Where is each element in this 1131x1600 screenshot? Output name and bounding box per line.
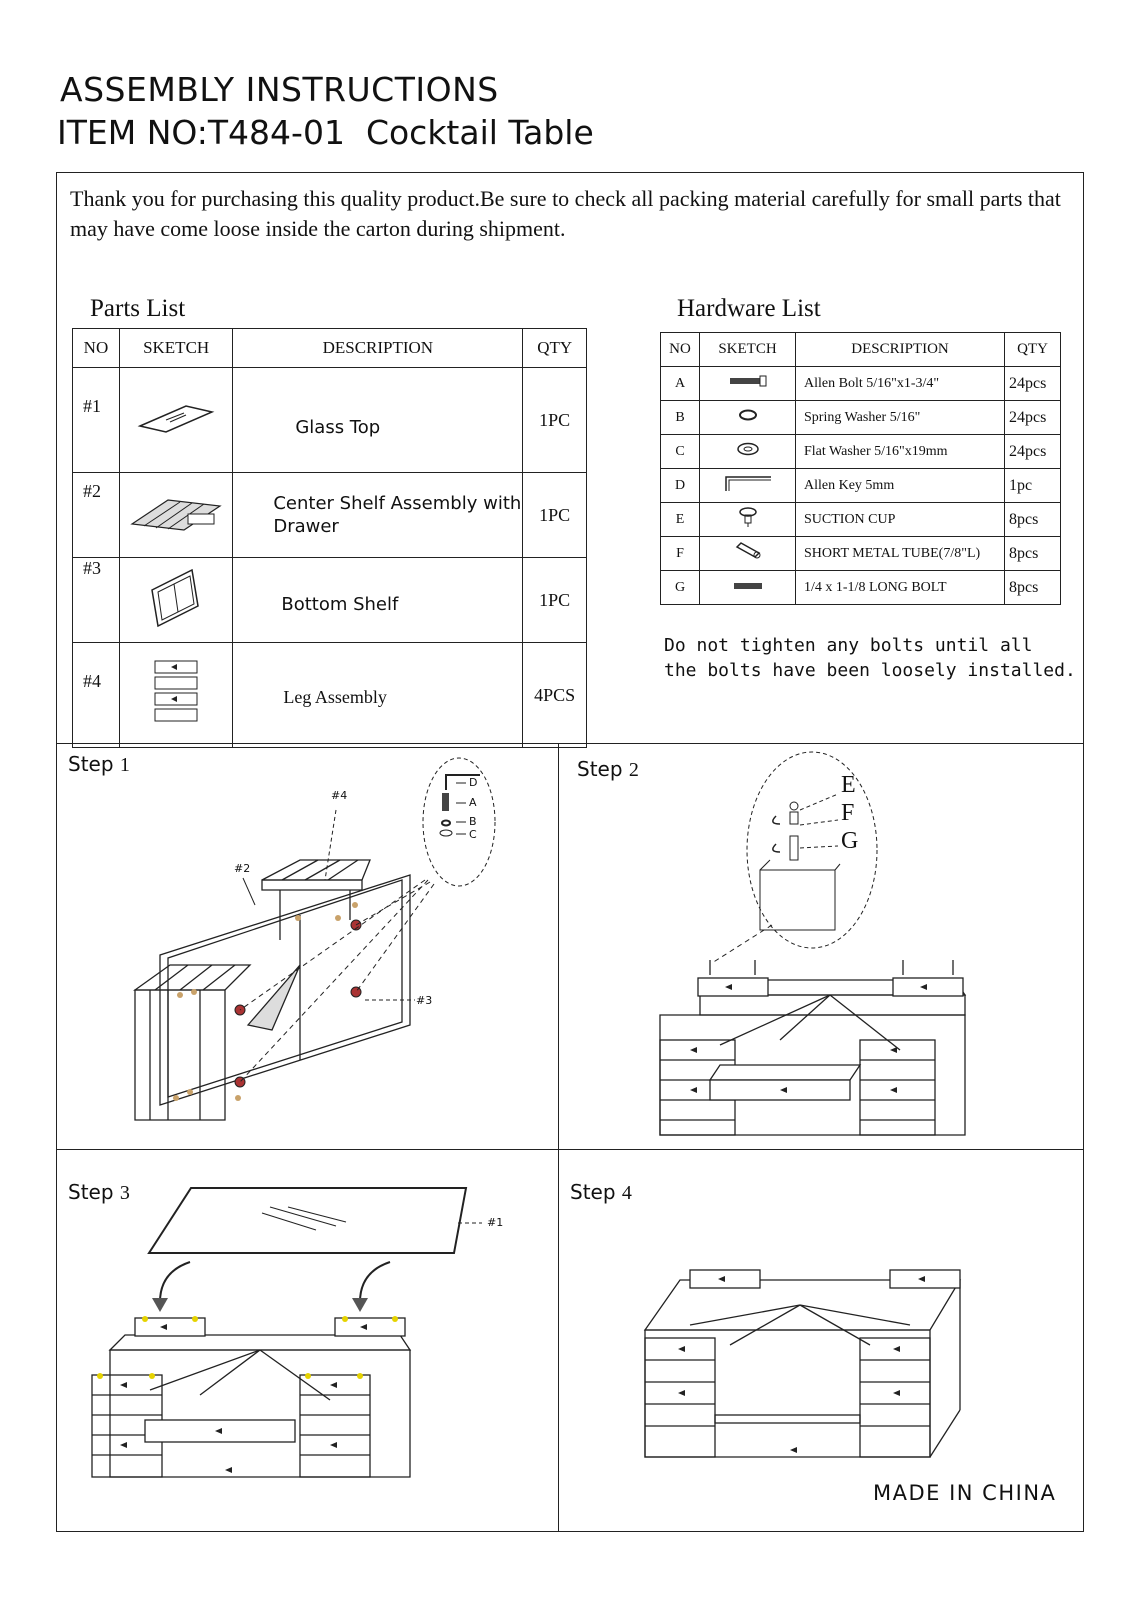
- col-description: DESCRIPTION: [795, 332, 1005, 367]
- table-row: G 1/4 x 1-1/8 LONG BOLT 8pcs: [660, 570, 1061, 605]
- table-row: E SUCTION CUP 8pcs: [660, 502, 1061, 537]
- part-qty: 1PC: [522, 472, 587, 558]
- part-description: Center Shelf Assembly with Drawer: [232, 472, 524, 558]
- suction-cup-icon: [699, 502, 796, 537]
- hw-qty: 8pcs: [1004, 536, 1061, 571]
- callout-label: E: [841, 772, 856, 798]
- callout-label: D: [469, 776, 478, 789]
- hardware-list-title: Hardware List: [677, 295, 821, 322]
- hw-description: SHORT METAL TUBE(7/8"L): [795, 536, 1005, 571]
- divider: [56, 743, 1084, 744]
- part-no: #1: [72, 367, 120, 473]
- center-shelf-icon: [118, 472, 234, 558]
- part-no: #2: [72, 472, 120, 558]
- callout-label: G: [841, 828, 859, 854]
- col-sketch: SKETCH: [699, 332, 796, 367]
- callout-label: #2: [234, 862, 251, 875]
- part-no: #4: [72, 642, 120, 748]
- hardware-table: NO SKETCH DESCRIPTION QTY A Allen Bolt 5…: [660, 332, 1061, 605]
- made-in-label: MADE IN CHINA: [873, 1481, 1057, 1505]
- hw-qty: 8pcs: [1004, 502, 1061, 537]
- part-qty: 4PCS: [522, 642, 587, 748]
- col-no: NO: [660, 332, 700, 367]
- spring-washer-icon: [699, 400, 796, 435]
- step-1-label: Step 1: [68, 752, 130, 776]
- table-row: C Flat Washer 5/16"x19mm 24pcs: [660, 434, 1061, 469]
- step-3-label: Step 3: [68, 1180, 130, 1204]
- col-no: NO: [72, 328, 120, 368]
- hw-no: G: [660, 570, 700, 605]
- hardware-header-row: NO SKETCH DESCRIPTION QTY: [660, 332, 1061, 367]
- instruction-frame: [56, 172, 1084, 1532]
- step-4-label: Step 4: [570, 1180, 632, 1204]
- note-line: the bolts have been loosely installed.: [664, 660, 1076, 681]
- table-row: #1 Glass Top 1PC: [72, 367, 587, 473]
- divider: [56, 1149, 1084, 1150]
- hw-qty: 8pcs: [1004, 570, 1061, 605]
- part-no: #3: [72, 557, 120, 643]
- flat-washer-icon: [699, 434, 796, 469]
- table-row: #2 Center Shelf Assembly with Drawer 1PC: [72, 472, 587, 558]
- parts-list-title: Parts List: [90, 295, 186, 322]
- hw-qty: 24pcs: [1004, 400, 1061, 435]
- item-name: Cocktail Table: [365, 113, 594, 152]
- table-row: F SHORT METAL TUBE(7/8"L) 8pcs: [660, 536, 1061, 571]
- callout-label: #1: [487, 1216, 504, 1229]
- hw-description: 1/4 x 1-1/8 LONG BOLT: [795, 570, 1005, 605]
- glass-top-icon: [118, 367, 234, 473]
- hw-qty: 24pcs: [1004, 366, 1061, 401]
- part-description: Bottom Shelf: [232, 557, 524, 643]
- parts-header-row: NO SKETCH DESCRIPTION QTY: [72, 328, 587, 368]
- document-title: ASSEMBLY INSTRUCTIONS: [60, 70, 499, 109]
- col-description: DESCRIPTION: [232, 328, 524, 368]
- callout-label: C: [469, 828, 477, 841]
- leg-assembly-icon: [118, 642, 234, 748]
- table-row: A Allen Bolt 5/16"x1-3/4" 24pcs: [660, 366, 1061, 401]
- long-bolt-icon: [699, 570, 796, 605]
- hw-qty: 1pc: [1004, 468, 1061, 503]
- divider: [558, 743, 559, 1532]
- metal-tube-icon: [699, 536, 796, 571]
- item-number-label: ITEM NO:T484-01: [57, 113, 345, 152]
- callout-label: F: [841, 800, 855, 826]
- col-qty: QTY: [522, 328, 587, 368]
- step-2-label: Step 2: [577, 757, 639, 781]
- col-qty: QTY: [1004, 332, 1061, 367]
- hw-description: Allen Bolt 5/16"x1-3/4": [795, 366, 1005, 401]
- callout-label: B: [469, 815, 477, 828]
- part-qty: 1PC: [522, 367, 587, 473]
- table-row: #4 Leg Assembly 4PCS: [72, 642, 587, 748]
- parts-table: NO SKETCH DESCRIPTION QTY #1 Glass Top 1…: [72, 328, 587, 748]
- callout-label: #3: [416, 994, 433, 1007]
- part-description: Leg Assembly: [232, 642, 524, 748]
- hw-description: Allen Key 5mm: [795, 468, 1005, 503]
- part-description: Glass Top: [232, 367, 524, 473]
- callout-label: A: [469, 796, 477, 809]
- bottom-shelf-icon: [118, 557, 234, 643]
- note-line: Do not tighten any bolts until all: [664, 635, 1033, 656]
- item-number: ITEM NO:T484-01 Cocktail Table: [57, 113, 594, 152]
- hw-no: E: [660, 502, 700, 537]
- callout-label: #4: [331, 789, 348, 802]
- assembly-note: Do not tighten any bolts until all the b…: [664, 633, 1076, 683]
- intro-text: Thank you for purchasing this quality pr…: [70, 186, 1061, 241]
- hw-description: Flat Washer 5/16"x19mm: [795, 434, 1005, 469]
- hw-qty: 24pcs: [1004, 434, 1061, 469]
- hw-description: SUCTION CUP: [795, 502, 1005, 537]
